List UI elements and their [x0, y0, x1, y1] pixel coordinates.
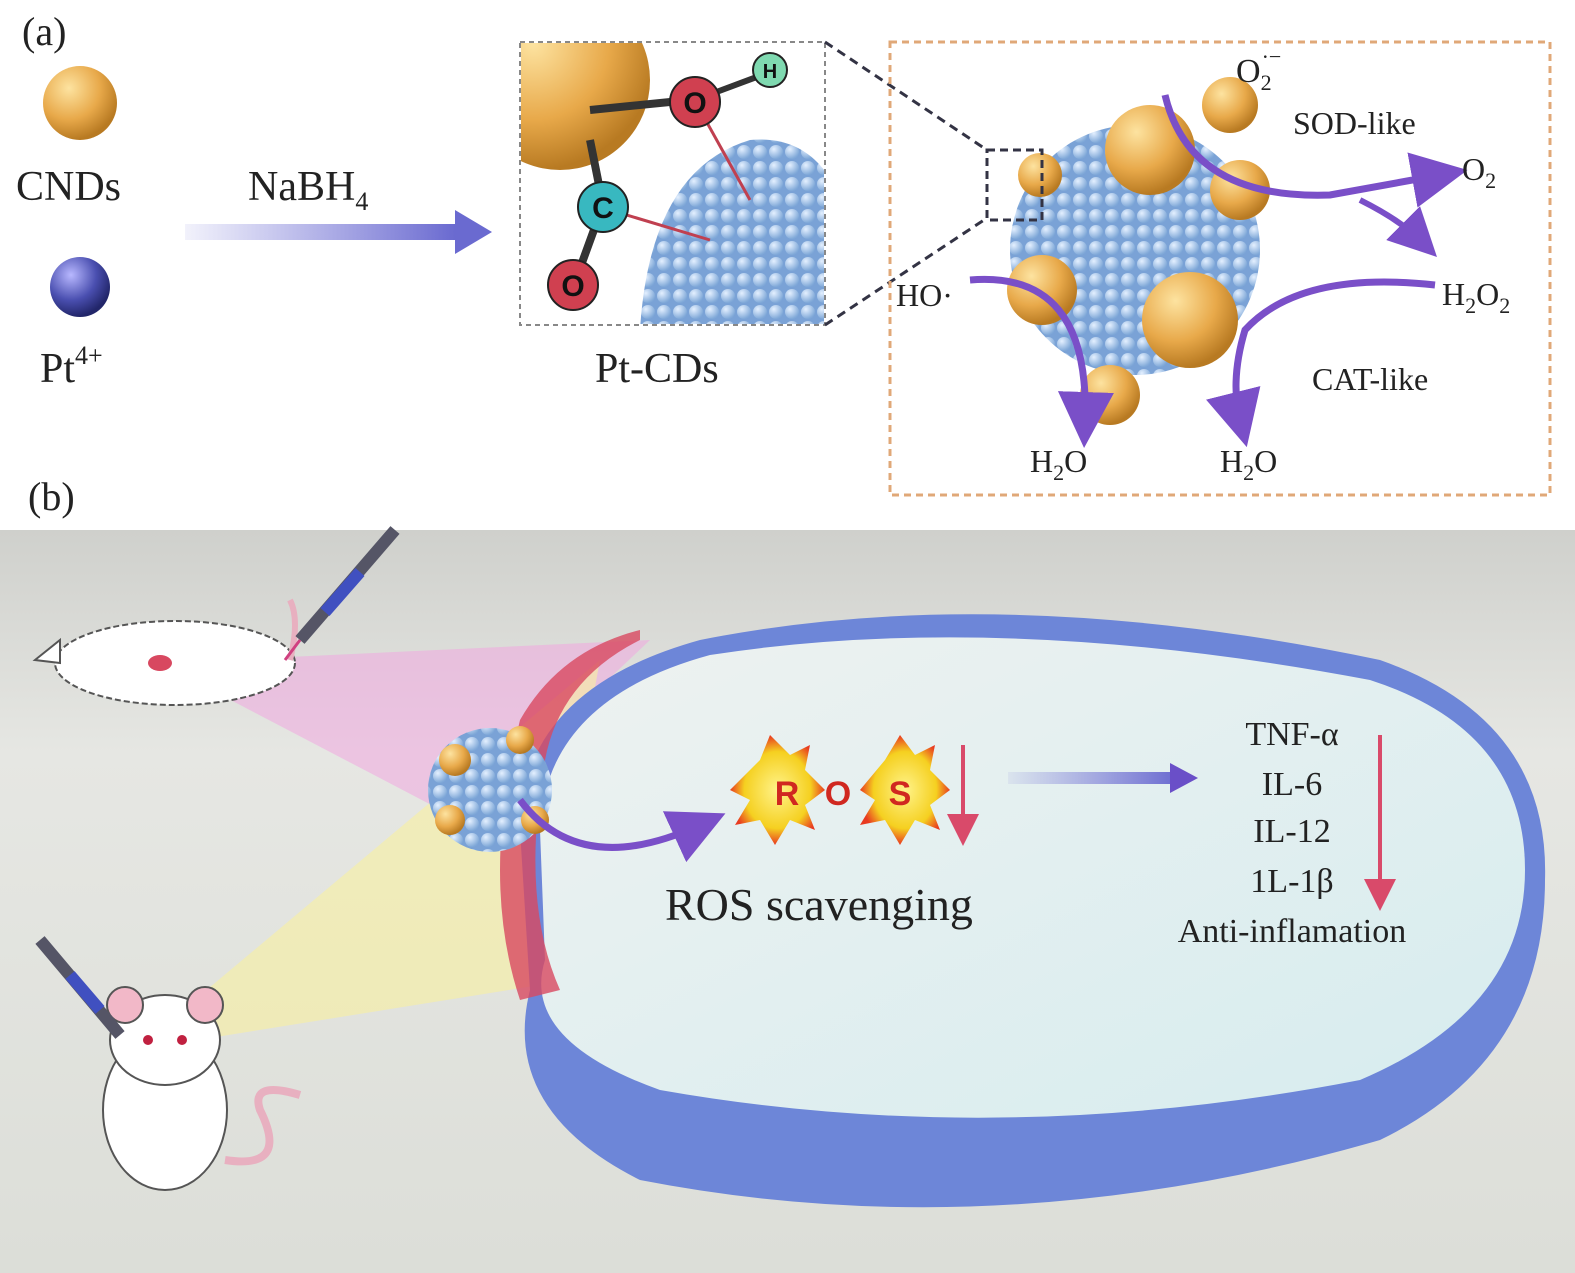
h2o-label-2: H2O [1220, 443, 1277, 485]
svg-text:S: S [889, 775, 912, 813]
reaction-arrow-shaft [185, 224, 455, 240]
joint-surface [540, 637, 1525, 1118]
injection-beam-pink [160, 640, 650, 820]
cnd-sphere [43, 66, 117, 140]
effect-arrow-shaft [1008, 772, 1178, 784]
superoxide-label: O2·− [1236, 44, 1281, 95]
h2o-label-1: H2O [1030, 443, 1087, 485]
h2o2-label: H2O2 [1442, 276, 1510, 318]
cnds-label: CNDs [16, 164, 121, 210]
atom-o1: O [683, 87, 706, 120]
pt-ion-sphere [50, 257, 110, 317]
enzyme-mimic-box: O2·− SOD-like O2 H2O2 HO· CAT-like H2O H… [888, 40, 1552, 497]
pt-ion-label: Pt4+ [40, 341, 103, 392]
cat-like-label: CAT-like [1312, 361, 1428, 397]
delivery-arrow [517, 797, 726, 863]
reagent-label: NaBH4 [248, 164, 368, 216]
atom-o2: O [561, 270, 584, 303]
anti-inflammation-label: Anti-inflamation [1178, 913, 1407, 950]
cytokine-item: TNF-α [1245, 716, 1339, 753]
syringe-icon [283, 526, 400, 661]
carbon-atom-icon [577, 181, 629, 233]
oxygen-atom-icon [669, 76, 721, 128]
inflamed-region [500, 630, 640, 1000]
reaction-arrowhead-icon [455, 210, 492, 254]
cytokine-item: 1L-1β [1250, 863, 1333, 900]
zoom-line [824, 40, 988, 152]
hydrogen-atom-icon [752, 52, 788, 88]
ros-scavenging-label: ROS scavenging [665, 879, 973, 930]
o2-label: O2 [1462, 151, 1496, 193]
ros-badge: R O S [730, 735, 950, 845]
syringe-icon [35, 936, 125, 1039]
panel-b: (b) R O S ROS scavenging TNF-α IL-6 IL-1… [0, 474, 1575, 1273]
product-label: Pt-CDs [595, 346, 719, 392]
mouse-supine-icon [32, 526, 400, 706]
effect-arrowhead-icon [1170, 763, 1198, 793]
oxygen-atom-icon [547, 259, 599, 311]
sod-like-label: SOD-like [1293, 105, 1416, 141]
atom-h: H [763, 61, 777, 83]
mouse-sitting-icon [35, 936, 302, 1191]
cytokine-item: IL-6 [1262, 766, 1322, 803]
hydroxyl-label: HO· [896, 277, 953, 313]
svg-text:O: O [825, 775, 851, 813]
panel-a-label: (a) [22, 9, 66, 54]
atom-c: C [592, 192, 614, 225]
zoom-line [824, 216, 988, 327]
panel-a: (a) CNDs Pt4+ NaBH4 O H [16, 9, 1552, 497]
cytokine-item: IL-12 [1253, 813, 1330, 850]
pt-cd-inset: O H C O [519, 41, 826, 326]
svg-text:R: R [775, 775, 800, 813]
cytokine-list: TNF-α IL-6 IL-12 1L-1β Anti-inflamation [1178, 716, 1407, 950]
panel-b-label: (b) [28, 474, 75, 519]
